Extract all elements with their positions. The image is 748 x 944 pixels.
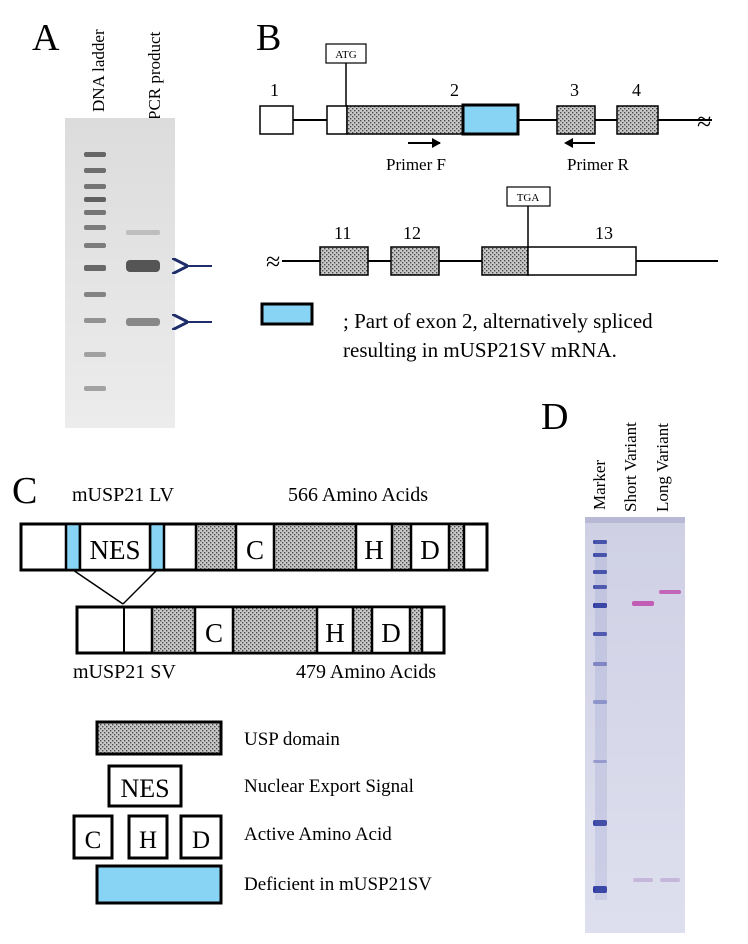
legend-deficient-label: Deficient in mUSP21SV	[244, 874, 432, 895]
legend-deficient-swatch	[95, 864, 223, 905]
atg-box	[325, 43, 367, 64]
long-variant-band	[659, 590, 681, 594]
sv-name: mUSP21 SV	[73, 661, 176, 683]
splice-line-left	[72, 569, 124, 605]
panel-c: C mUSP21 LV 566 Amino Acids NES C H D C …	[12, 470, 489, 905]
lv-h-label: H	[364, 535, 384, 565]
lv-d-label: D	[420, 535, 440, 565]
panel-b: B ≈ 1 2 ATG 3 4 Primer F Primer R ≈ 11 1…	[256, 17, 718, 362]
exon-13-coding	[481, 246, 529, 276]
exon-11-number: 11	[334, 223, 351, 243]
panel-a-letter: A	[32, 17, 60, 59]
lv-nes-left-alt	[64, 522, 82, 572]
panel-d: D Marker Short Variant Long Variant	[541, 396, 685, 933]
exon-2-number: 2	[450, 80, 459, 100]
primer-r-label: Primer R	[567, 155, 630, 174]
legend-d-text: D	[192, 827, 210, 854]
exon-3	[556, 105, 596, 135]
marker-lane-smear	[595, 540, 607, 900]
tga-box	[506, 186, 551, 207]
legend-active-label: Active Amino Acid	[244, 824, 392, 845]
exon-12	[390, 246, 440, 276]
exon-2-utr	[326, 105, 348, 135]
exon-13-number: 13	[595, 223, 613, 243]
legend-c-text: C	[85, 827, 102, 854]
sds-page-gel-top-edge	[585, 517, 685, 523]
sv-c-box	[193, 605, 235, 655]
short-variant-faint-band	[633, 878, 653, 882]
lv-name: mUSP21 LV	[72, 484, 175, 506]
alt-spliced-legend-line1: ; Part of exon 2, alternatively spliced	[343, 309, 653, 333]
sv-h-label: H	[325, 618, 345, 648]
lv-nes-box	[78, 522, 152, 572]
panel-a: A DNA ladder PCR product	[32, 17, 212, 428]
primer-f-label: Primer F	[386, 155, 446, 174]
legend-usp-label: USP domain	[244, 729, 340, 750]
break-symbol-bottom: ≈	[266, 247, 280, 276]
exon-13-utr	[527, 246, 637, 276]
exon-3-number: 3	[570, 80, 579, 100]
short-variant-band	[632, 601, 654, 606]
lane-label-dna-ladder: DNA ladder	[89, 29, 108, 112]
lv-d-box	[409, 522, 451, 572]
lane-label-short-variant: Short Variant	[621, 422, 640, 512]
lane-label-marker: Marker	[590, 460, 609, 510]
alt-spliced-legend-swatch	[260, 302, 314, 326]
legend-nes-text: NES	[120, 774, 169, 803]
long-variant-faint-band	[660, 878, 680, 882]
exon-4-number: 4	[632, 80, 641, 100]
agarose-gel	[65, 118, 175, 428]
tga-label: TGA	[517, 192, 540, 204]
pcr-product-bands	[126, 230, 160, 326]
lv-c-box	[234, 522, 276, 572]
exon-2-coding	[346, 105, 464, 135]
legend-nes-swatch	[107, 764, 183, 808]
legend-nes-label: Nuclear Export Signal	[244, 776, 414, 797]
sv-c-label: C	[205, 618, 223, 648]
exon-11	[319, 246, 369, 276]
lv-h-box	[354, 522, 394, 572]
exon-12-number: 12	[403, 223, 421, 243]
exon-1-number: 1	[270, 80, 279, 100]
sv-d-box	[370, 605, 412, 655]
lv-nes-label: NES	[89, 535, 140, 565]
primer-r-arrowhead	[564, 138, 573, 148]
exon-2-alt-spliced	[461, 103, 520, 136]
legend-c-swatch	[72, 814, 114, 860]
lane-label-long-variant: Long Variant	[653, 423, 672, 512]
panel-d-letter: D	[541, 396, 568, 438]
primer-f-arrowhead	[432, 138, 441, 148]
marker-bands	[593, 540, 607, 893]
exon-4	[616, 105, 659, 135]
legend-h-swatch	[127, 814, 169, 860]
lv-length: 566 Amino Acids	[288, 484, 428, 506]
panel-c-letter: C	[12, 470, 37, 512]
lane-label-pcr-product: PCR product	[145, 31, 164, 120]
break-symbol-top: ≈	[697, 107, 711, 136]
alt-spliced-legend-line2: resulting in mUSP21SV mRNA.	[343, 338, 617, 362]
sv-h-box	[315, 605, 355, 655]
legend-usp-swatch	[95, 720, 223, 756]
dna-ladder-bands	[84, 152, 106, 391]
lv-c-label: C	[246, 535, 264, 565]
atg-label: ATG	[335, 49, 356, 61]
panel-b-letter: B	[256, 17, 281, 59]
splice-line-right	[122, 569, 158, 605]
legend-d-swatch	[179, 814, 223, 860]
lv-nes-right-alt	[148, 522, 166, 572]
legend-h-text: H	[139, 827, 157, 854]
sv-length: 479 Amino Acids	[296, 661, 436, 683]
sv-d-label: D	[381, 618, 401, 648]
exon-1	[259, 105, 294, 135]
